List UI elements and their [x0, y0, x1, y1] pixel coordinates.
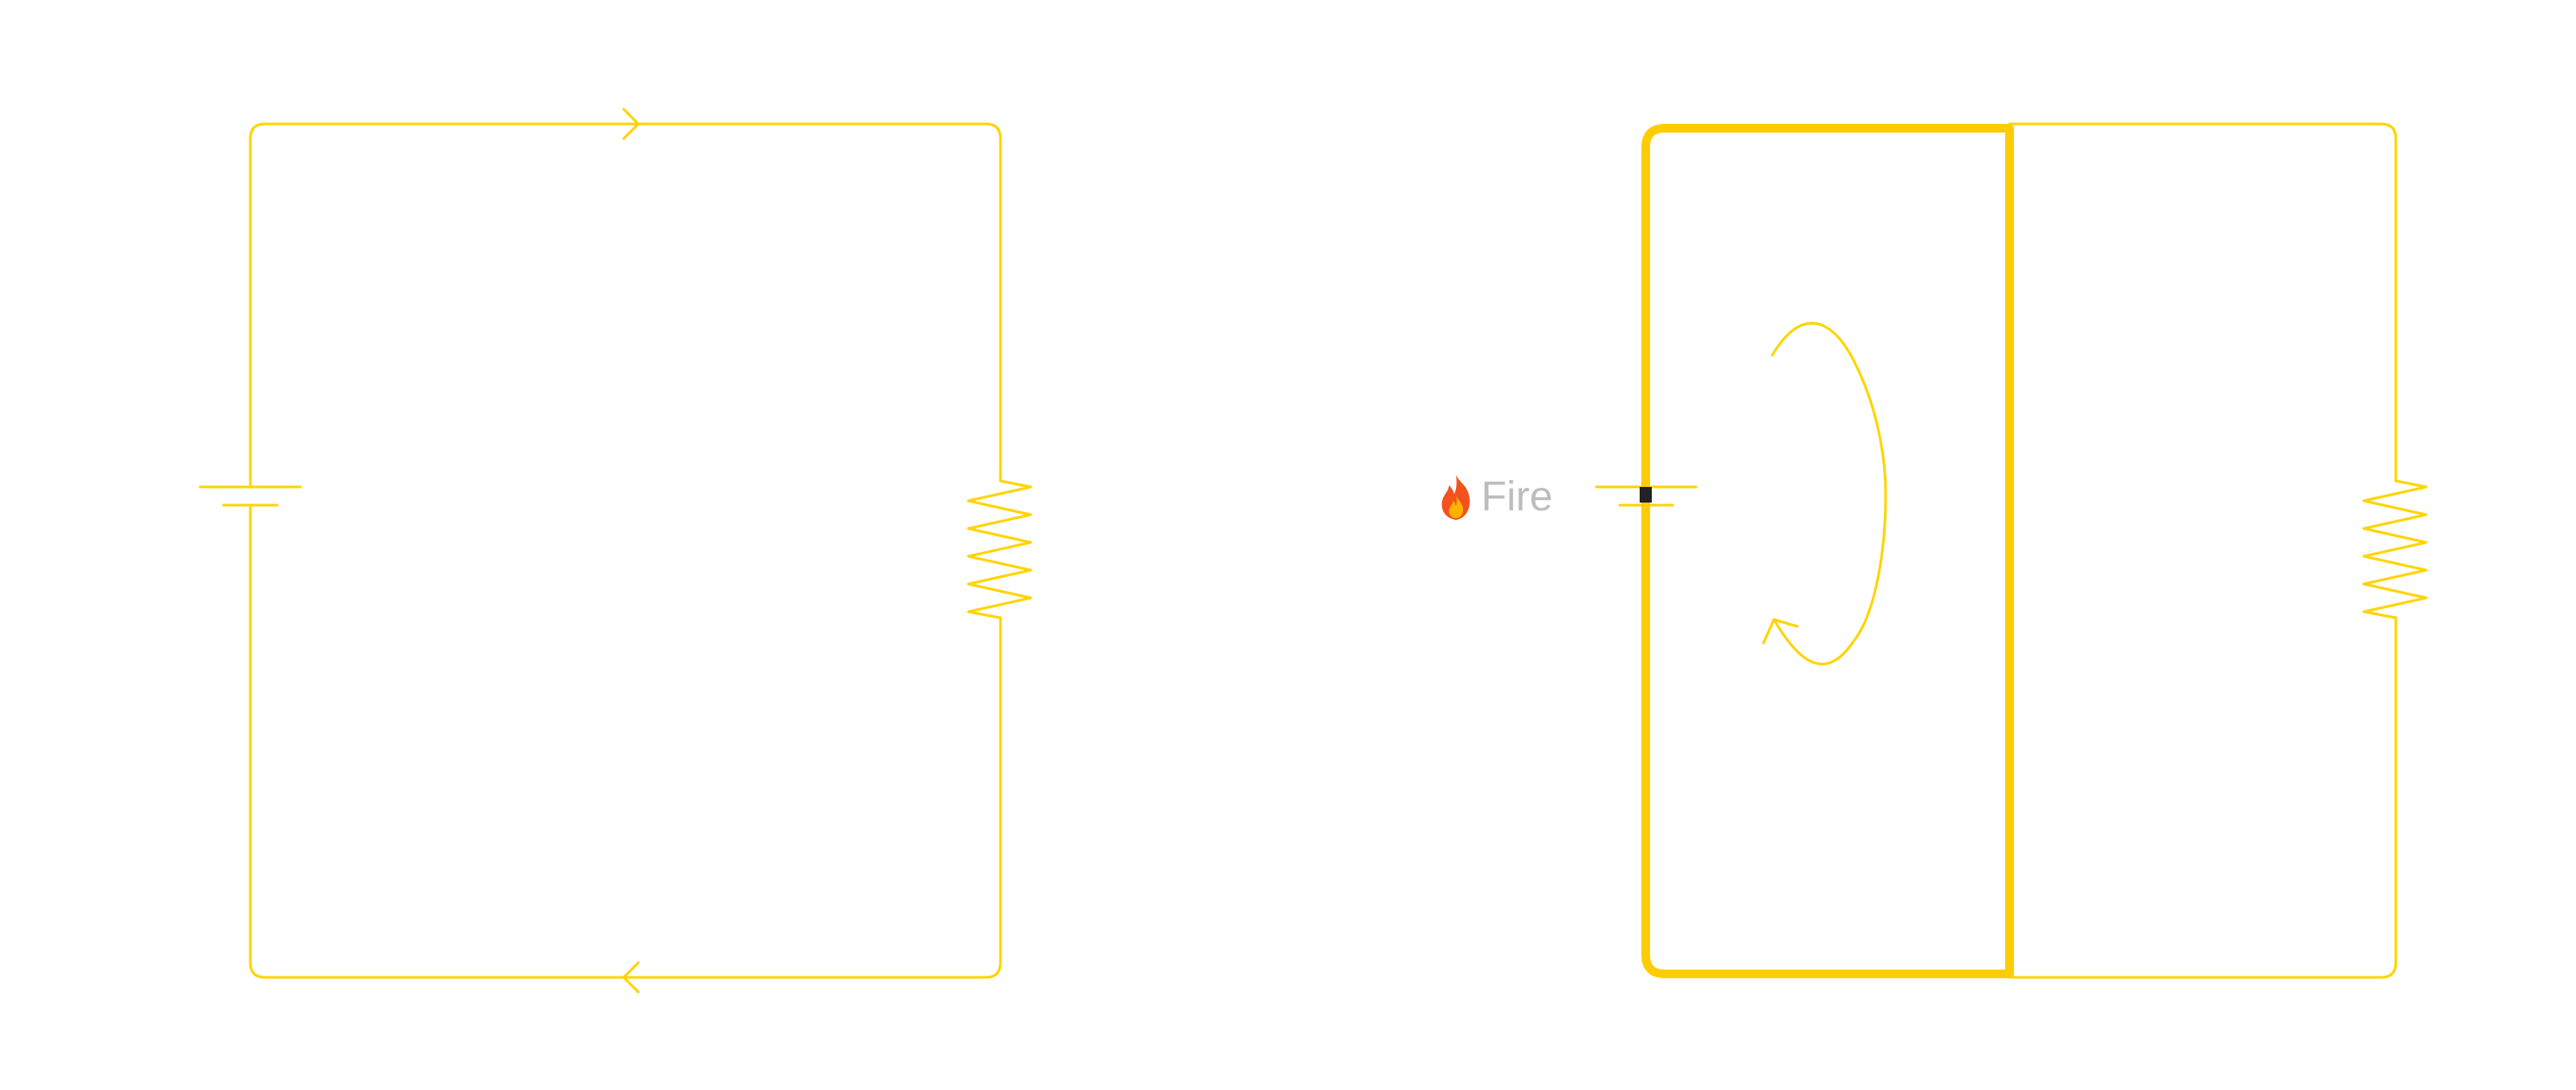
loop-direction-arrow: [1762, 321, 1887, 665]
left-battery-symbol: [198, 466, 302, 507]
short-circuit-loop: [1641, 124, 2014, 978]
left-current-arrow-bottom: [622, 961, 640, 994]
fire-icon: [1441, 475, 1470, 520]
left-circuit: [198, 107, 1032, 994]
right-circuit-wire-top: [2008, 122, 2398, 483]
left-current-arrow-top: [622, 107, 640, 140]
battery-marker: [1640, 487, 1652, 503]
right-circuit: [1595, 122, 2428, 979]
left-resistor-symbol: [967, 479, 1032, 626]
right-circuit-wire-bottom: [2008, 622, 2398, 979]
left-circuit-wire-top: [249, 122, 1002, 483]
fire-label-text: Fire: [1481, 474, 1553, 520]
left-circuit-wire-bottom: [249, 505, 1002, 979]
fire-label: Fire: [1436, 471, 1553, 523]
right-resistor-symbol: [2362, 479, 2428, 626]
